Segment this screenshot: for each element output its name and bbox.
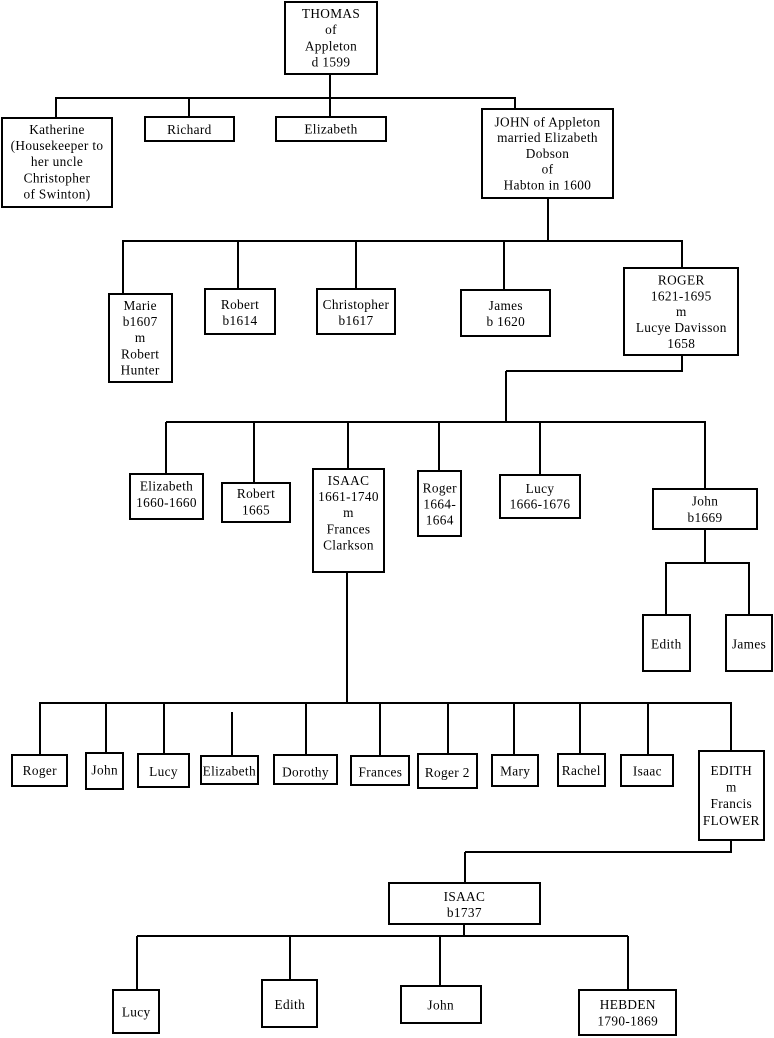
svg-text:b1614: b1614 xyxy=(223,313,258,328)
svg-text:d 1599: d 1599 xyxy=(312,55,351,70)
svg-text:Robert: Robert xyxy=(121,346,159,361)
svg-text:b1617: b1617 xyxy=(339,313,374,328)
svg-text:(Housekeeper to: (Housekeeper to xyxy=(11,138,104,153)
svg-text:Francis: Francis xyxy=(710,796,752,811)
svg-text:Elizabeth: Elizabeth xyxy=(140,479,193,494)
svg-text:Clarkson: Clarkson xyxy=(323,537,374,552)
svg-text:EDITH: EDITH xyxy=(710,763,752,778)
svg-text:Dobson: Dobson xyxy=(526,146,569,161)
svg-text:Elizabeth: Elizabeth xyxy=(203,763,256,778)
svg-text:m: m xyxy=(343,505,354,520)
svg-text:Habton in 1600: Habton in 1600 xyxy=(504,177,592,192)
svg-text:1661-1740: 1661-1740 xyxy=(318,489,379,504)
svg-text:her uncle: her uncle xyxy=(31,154,83,169)
svg-text:Isaac: Isaac xyxy=(633,764,662,779)
svg-text:m: m xyxy=(676,304,687,319)
svg-text:Christopher: Christopher xyxy=(323,297,390,312)
svg-text:THOMAS: THOMAS xyxy=(302,6,360,21)
svg-text:of Swinton): of Swinton) xyxy=(23,186,90,201)
svg-text:Robert: Robert xyxy=(221,297,259,312)
svg-text:Rachel: Rachel xyxy=(562,763,601,778)
svg-text:1658: 1658 xyxy=(667,336,695,351)
svg-text:Roger: Roger xyxy=(423,481,457,496)
svg-text:Dorothy: Dorothy xyxy=(282,764,329,779)
svg-text:m: m xyxy=(135,330,146,345)
svg-text:Elizabeth: Elizabeth xyxy=(304,122,357,137)
svg-text:James: James xyxy=(732,636,766,651)
svg-text:Roger: Roger xyxy=(23,763,57,778)
svg-text:1664-: 1664- xyxy=(423,496,456,511)
svg-text:ISAAC: ISAAC xyxy=(328,473,370,488)
svg-text:ROGER: ROGER xyxy=(658,272,705,287)
svg-text:Robert: Robert xyxy=(237,486,275,501)
svg-text:of: of xyxy=(325,22,337,37)
svg-text:m: m xyxy=(726,780,737,795)
svg-text:Marie: Marie xyxy=(123,298,157,313)
svg-text:Roger 2: Roger 2 xyxy=(425,765,470,780)
svg-text:James: James xyxy=(489,298,523,313)
svg-text:Katherine: Katherine xyxy=(29,122,85,137)
svg-text:1664: 1664 xyxy=(426,513,454,528)
svg-text:1790-1869: 1790-1869 xyxy=(597,1013,658,1028)
svg-text:Edith: Edith xyxy=(275,997,306,1012)
svg-text:Richard: Richard xyxy=(167,122,212,137)
svg-text:John: John xyxy=(427,997,454,1012)
svg-text:Hunter: Hunter xyxy=(121,362,160,377)
svg-text:John: John xyxy=(692,494,719,509)
svg-text:Frances: Frances xyxy=(327,521,371,536)
svg-text:Lucye Davisson: Lucye Davisson xyxy=(636,320,727,335)
svg-text:b 1620: b 1620 xyxy=(486,314,525,329)
svg-text:b1607: b1607 xyxy=(123,314,158,329)
svg-text:1621-1695: 1621-1695 xyxy=(651,288,712,303)
svg-text:of: of xyxy=(542,162,554,177)
svg-text:1666-1676: 1666-1676 xyxy=(510,496,571,511)
svg-text:Edith: Edith xyxy=(651,636,682,651)
svg-text:John: John xyxy=(91,763,118,778)
svg-text:b1669: b1669 xyxy=(688,510,723,525)
svg-text:Appleton: Appleton xyxy=(305,38,357,53)
svg-text:JOHN of Appleton: JOHN of Appleton xyxy=(494,115,600,130)
svg-text:married Elizabeth: married Elizabeth xyxy=(497,130,598,145)
svg-text:Frances: Frances xyxy=(358,764,402,779)
svg-text:Lucy: Lucy xyxy=(149,764,178,779)
svg-text:Mary: Mary xyxy=(500,764,530,779)
svg-text:Lucy: Lucy xyxy=(122,1004,151,1019)
svg-text:ISAAC: ISAAC xyxy=(444,889,486,904)
svg-text:Christopher: Christopher xyxy=(24,170,91,185)
svg-text:FLOWER: FLOWER xyxy=(703,813,760,828)
svg-text:1660-1660: 1660-1660 xyxy=(136,495,197,510)
svg-text:HEBDEN: HEBDEN xyxy=(600,997,656,1012)
svg-text:1665: 1665 xyxy=(242,502,270,517)
svg-text:Lucy: Lucy xyxy=(526,481,555,496)
svg-text:b1737: b1737 xyxy=(447,905,482,920)
